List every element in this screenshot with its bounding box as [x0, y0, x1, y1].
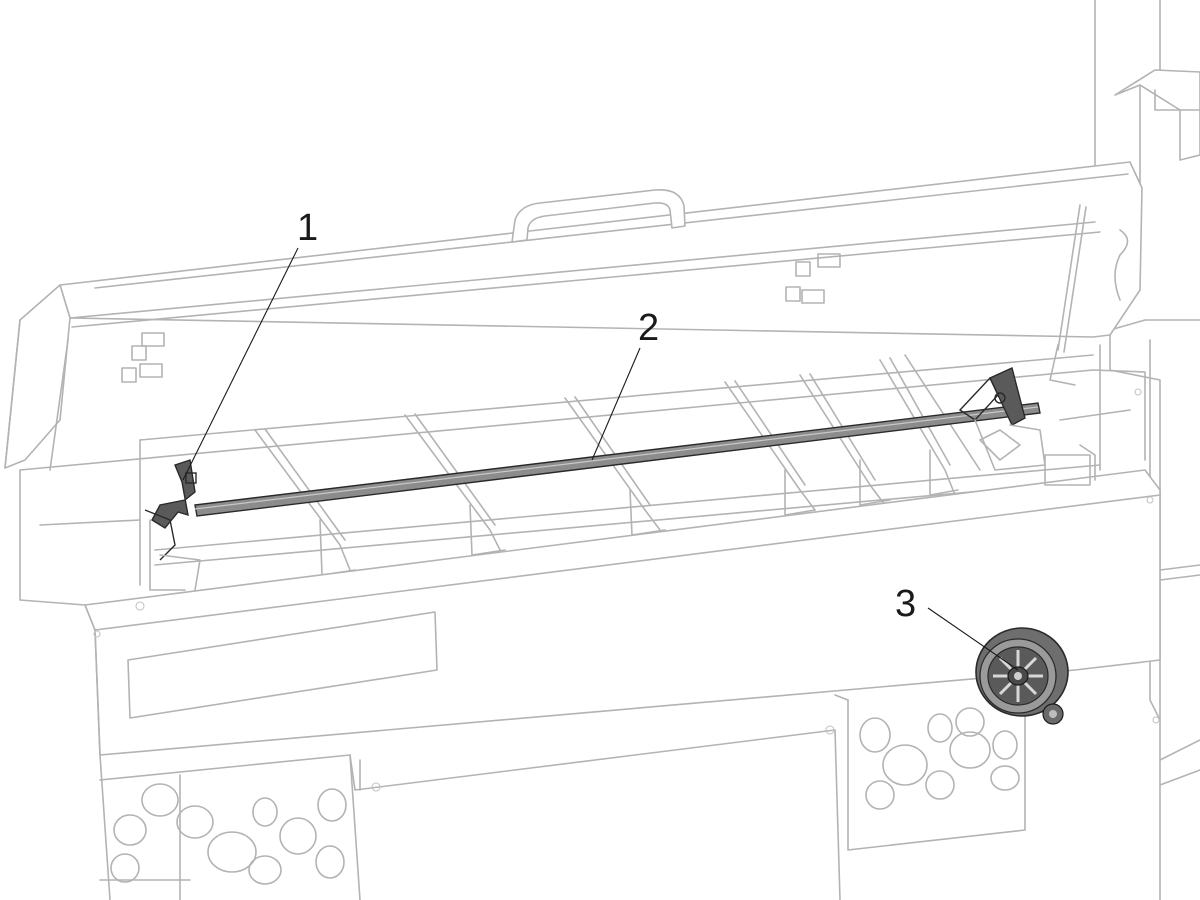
- trough: [19, 344, 1146, 606]
- front-panel: [84, 469, 1161, 756]
- callout-2: 2: [591, 307, 659, 461]
- callout-1: 1: [182, 207, 318, 481]
- callout-3-label: 3: [895, 583, 916, 625]
- callout-2-label: 2: [638, 307, 659, 349]
- callout-1-label: 1: [297, 207, 318, 249]
- adjacent-machine: [1094, 0, 1200, 900]
- open-lid: [4, 161, 1143, 471]
- callout-3: 3: [895, 583, 1019, 671]
- part-2-rod: [194, 402, 1041, 517]
- part-1-left-bracket: [144, 459, 201, 591]
- part-3-handwheel: [975, 627, 1069, 725]
- right-bracket: [958, 367, 1096, 486]
- base-legs: [99, 694, 1026, 900]
